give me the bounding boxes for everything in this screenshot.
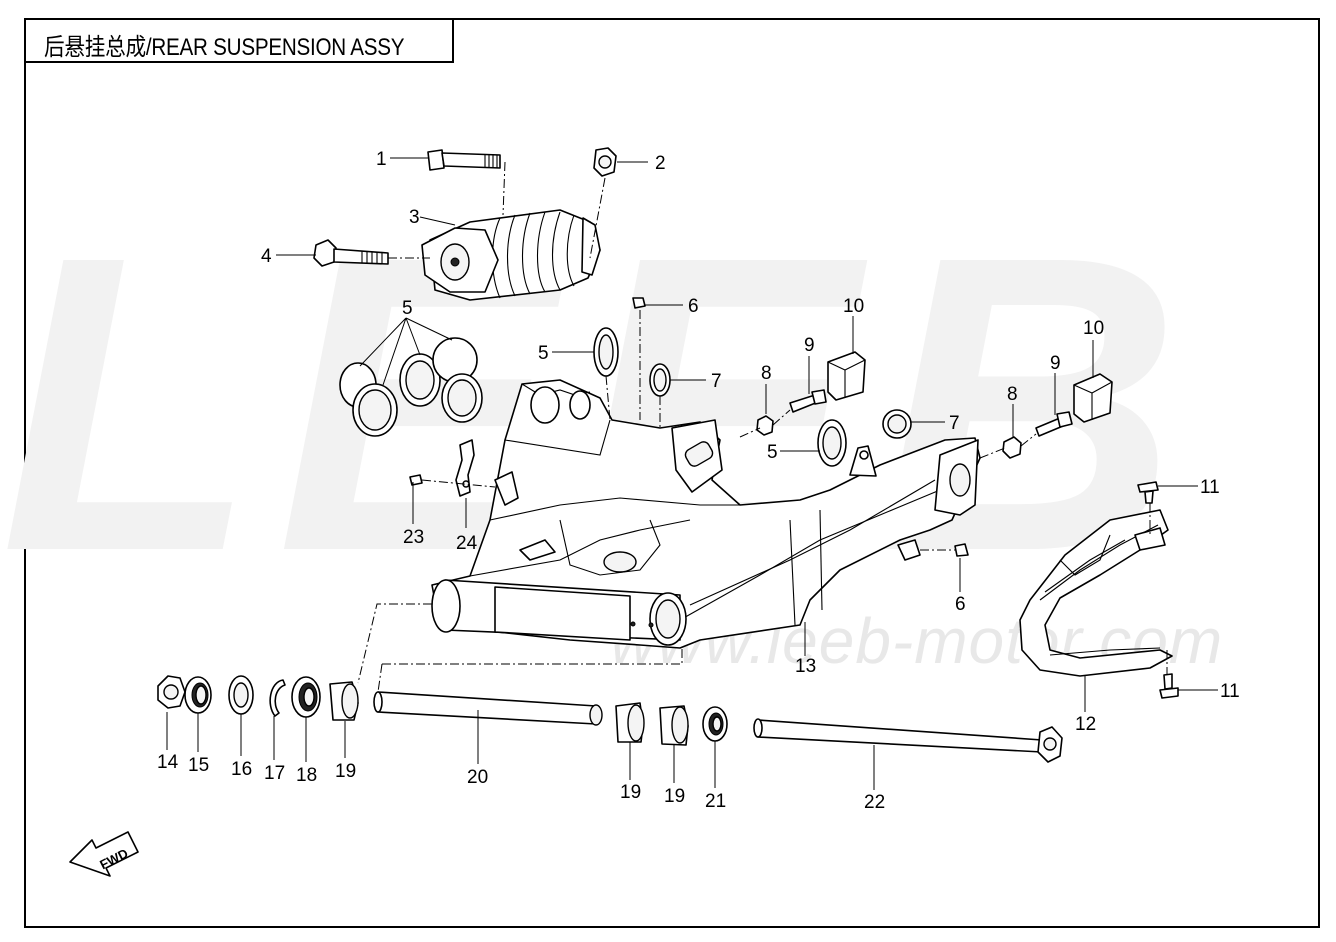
- callout-6-bottom: 6: [955, 594, 966, 615]
- adjuster-bolt-9-right: [1035, 411, 1073, 437]
- callout-16: 16: [231, 759, 252, 780]
- shock-lower-bolt: [313, 239, 389, 267]
- diagram-title: 后悬挂总成/REAR SUSPENSION ASSY: [44, 34, 405, 61]
- callout-18: 18: [296, 765, 317, 786]
- callout-2: 2: [655, 153, 666, 174]
- callout-22: 22: [864, 792, 885, 813]
- bushing-19-left: [329, 681, 359, 721]
- grease-fitting-6-bottom: [954, 543, 969, 557]
- bushings-5-left: [339, 337, 483, 437]
- callout-7-center: 7: [711, 371, 722, 392]
- clip-24: [455, 439, 475, 497]
- oil-seal-15: [184, 676, 212, 714]
- callout-labels: 1 2 3 4 5 5 5 6 6 7 7 8 8 9 9 10 10 11 1…: [157, 149, 1240, 813]
- callout-14: 14: [157, 752, 179, 773]
- alignment-lines: [357, 161, 1168, 693]
- callout-4: 4: [261, 246, 272, 267]
- callout-21: 21: [705, 791, 726, 812]
- shock-upper-bolt: [427, 149, 501, 171]
- grease-fitting-6-top: [632, 297, 646, 309]
- collar-7-right: [882, 409, 912, 439]
- callout-17: 17: [264, 763, 285, 784]
- callout-20: 20: [467, 767, 488, 788]
- adjuster-bolt-9-center: [789, 389, 827, 413]
- callout-7-right: 7: [949, 413, 960, 434]
- title-box: 后悬挂总成/REAR SUSPENSION ASSY: [24, 18, 454, 63]
- callout-11-top: 11: [1200, 477, 1220, 498]
- screw-11-top: [1137, 481, 1159, 504]
- callout-10-center: 10: [843, 296, 864, 317]
- callout-5-center: 5: [538, 343, 549, 364]
- leader-lines: [166, 157, 1218, 790]
- bearing-18: [291, 676, 321, 718]
- callout-5-right: 5: [767, 442, 778, 463]
- callout-11-bottom: 11: [1220, 681, 1240, 702]
- callout-24: 24: [456, 533, 478, 554]
- callout-19-center-b: 19: [664, 786, 685, 807]
- bushing-5-right: [817, 419, 847, 467]
- callout-9-right: 9: [1050, 353, 1061, 374]
- callout-23: 23: [403, 527, 424, 548]
- callout-19-left: 19: [335, 761, 356, 782]
- nut-14: [157, 675, 186, 709]
- callout-12: 12: [1075, 714, 1096, 735]
- chain-guard: [1019, 509, 1173, 677]
- chain-adjuster-block-10-right: [1073, 373, 1113, 423]
- fwd-arrow-icon: FWD: [69, 831, 139, 877]
- callout-13: 13: [795, 656, 816, 677]
- callout-19-center-a: 19: [620, 782, 641, 803]
- collar-7-center: [649, 363, 671, 397]
- callout-9-center: 9: [804, 335, 815, 356]
- bushing-5-center: [593, 327, 619, 377]
- callout-8-center: 8: [761, 363, 772, 384]
- callout-10-right: 10: [1083, 318, 1104, 339]
- callout-5-left: 5: [402, 298, 413, 319]
- swing-arm: [431, 379, 981, 649]
- callout-15: 15: [188, 755, 209, 776]
- callout-3: 3: [409, 207, 420, 228]
- bushing-19-center-a: [615, 702, 645, 743]
- bolt-23: [409, 474, 423, 486]
- callout-8-right: 8: [1007, 384, 1018, 405]
- nut-8-center: [756, 415, 774, 436]
- drawing-frame: [24, 18, 1320, 928]
- inner-sleeve-20: [373, 691, 603, 726]
- rear-shock-absorber: [421, 209, 601, 301]
- bushing-19-center-b: [659, 705, 689, 746]
- shock-upper-nut: [593, 147, 617, 177]
- pivot-shaft-22: [753, 718, 1063, 763]
- callout-6-top: 6: [688, 296, 699, 317]
- washer-16: [228, 675, 254, 715]
- washer-21: [702, 706, 728, 742]
- circlip-17: [269, 679, 286, 717]
- screw-11-bottom: [1159, 673, 1179, 699]
- chain-adjuster-block-10-center: [827, 351, 866, 401]
- callout-1: 1: [376, 149, 387, 170]
- nut-8-right: [1002, 436, 1022, 459]
